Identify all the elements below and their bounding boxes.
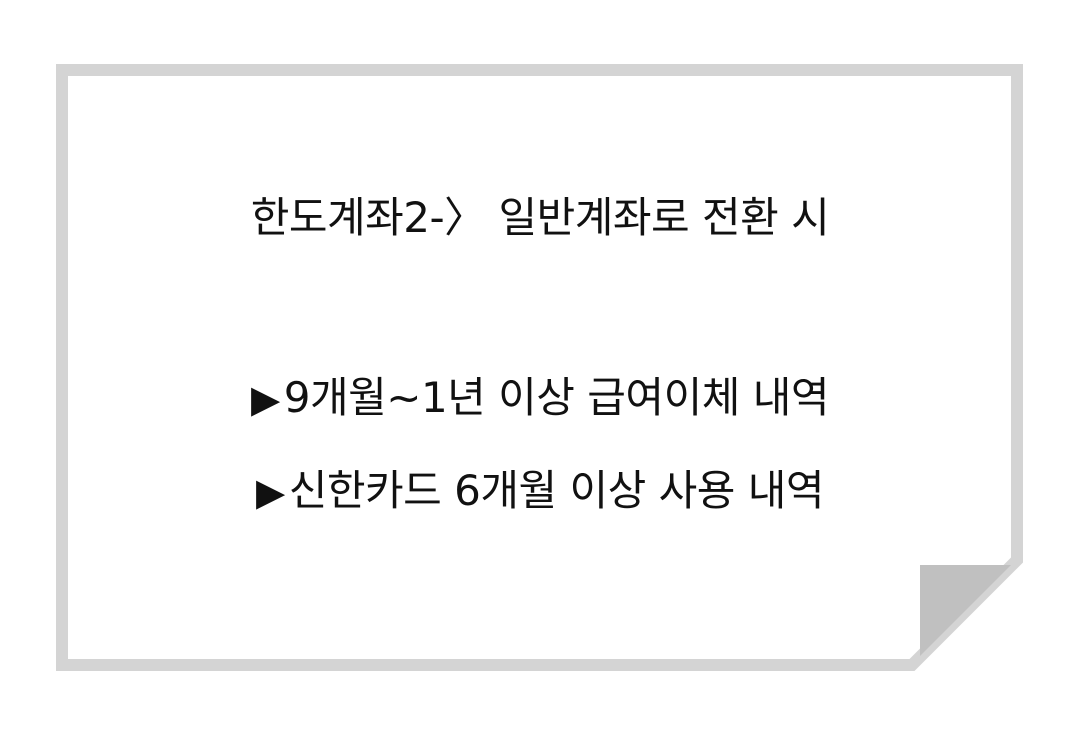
list-item: ▶신한카드 6개월 이상 사용 내역 xyxy=(70,465,1010,518)
list-item-text: 9개월~1년 이상 급여이체 내역 xyxy=(283,373,830,422)
folded-corner xyxy=(920,565,1011,656)
note-title: 한도계좌2-〉 일반계좌로 전환 시 xyxy=(250,193,830,242)
note-paper xyxy=(56,64,1023,671)
triangle-bullet-icon: ▶ xyxy=(255,470,285,514)
note-content: 한도계좌2-〉 일반계좌로 전환 시 ▶9개월~1년 이상 급여이체 내역 ▶신… xyxy=(70,80,1010,655)
list-item: ▶9개월~1년 이상 급여이체 내역 xyxy=(70,372,1010,425)
triangle-bullet-icon: ▶ xyxy=(251,377,280,421)
list-item-text: 신한카드 6개월 이상 사용 내역 xyxy=(288,466,825,515)
